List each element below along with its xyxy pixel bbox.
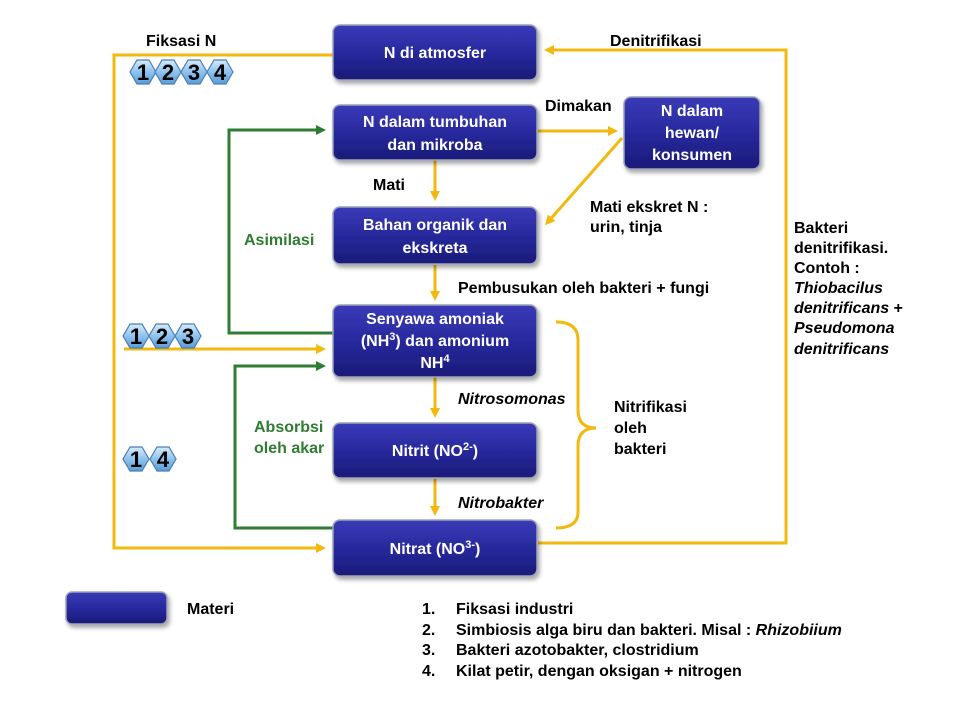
box-amoniak: Senyawa amoniak (NH3) dan amonium NH4 xyxy=(332,304,538,378)
badge-top-4: 4 xyxy=(206,59,234,85)
legend-item-4-text: Kilat petir, dengan oksigan + nitrogen xyxy=(456,663,742,680)
legend-item-3-text: Bakteri azotobakter, clostridium xyxy=(456,642,699,659)
box-nitrit: Nitrit (NO2-) xyxy=(332,422,538,479)
badge-top-1: 1 xyxy=(129,59,157,85)
bakteri-denit-line3: Contoh : xyxy=(794,260,860,277)
box-nitrit-label: Nitrit (NO2-) xyxy=(392,441,478,460)
box-hewan-line1: N dalam xyxy=(661,103,723,120)
box-nitrat-label: Nitrat (NO3-) xyxy=(390,539,481,558)
box-hewan-line3: konsumen xyxy=(652,147,732,164)
denitrification-line xyxy=(538,45,788,545)
absorbsi-line xyxy=(233,361,333,530)
badge-group-top: 1 2 3 4 xyxy=(129,59,234,85)
bakteri-denit-line4: Thiobacilus xyxy=(794,280,883,297)
box-organik: Bahan organik dan ekskreta xyxy=(332,206,538,265)
denitrifikasi-label: Denitrifikasi xyxy=(610,33,702,50)
box-tumbuhan: N dalam tumbuhan dan mikroba xyxy=(332,104,538,161)
pembusukan-label: Pembusukan oleh bakteri + fungi xyxy=(458,280,709,297)
box-tumbuhan-line2: dan mikroba xyxy=(387,137,482,154)
legend-item-4-num: 4. xyxy=(422,663,435,680)
legend-item-1-text: Fiksasi industri xyxy=(456,601,573,618)
badge-top-3: 3 xyxy=(180,59,208,85)
bakteri-denit-line6: Pseudomona xyxy=(794,320,895,337)
svg-text:4: 4 xyxy=(214,60,227,85)
box-tumbuhan-line1: N dalam tumbuhan xyxy=(363,114,507,131)
nitrifikasi-line3: bakteri xyxy=(614,441,666,458)
box-amoniak-line3: NH4 xyxy=(420,353,450,372)
box-hewan: N dalam hewan/ konsumen xyxy=(623,96,761,170)
legend-materi-label: Materi xyxy=(187,601,234,618)
svg-text:1: 1 xyxy=(130,324,142,349)
mati-ekskret-arrow xyxy=(545,137,624,226)
badge-middle-3: 3 xyxy=(174,323,202,349)
asimilasi-label: Asimilasi xyxy=(244,232,314,249)
nitrifikasi-line1: Nitrifikasi xyxy=(614,399,687,416)
legend-item-1-num: 1. xyxy=(422,601,435,618)
yellow-arrows xyxy=(112,45,788,553)
svg-text:2: 2 xyxy=(156,324,168,349)
box-amoniak-line1: Senyawa amoniak xyxy=(366,311,504,328)
legend-item-3-num: 3. xyxy=(422,642,435,659)
badge-bottom-2: 4 xyxy=(149,446,177,472)
legend-item-2-num: 2. xyxy=(422,622,435,639)
bakteri-denit-line5: denitrificans + xyxy=(794,300,903,317)
legend: Materi 1. Fiksasi industri 2. Simbiosis … xyxy=(65,591,842,680)
bakteri-denit-line2: denitrifikasi. xyxy=(794,240,888,257)
nitrifikasi-line2: oleh xyxy=(614,420,647,437)
bakteri-denit-line1: Bakteri xyxy=(794,220,848,237)
nitrobakter-label: Nitrobakter xyxy=(458,495,544,512)
badge-group-bottom: 1 4 xyxy=(122,446,177,472)
legend-materi-swatch xyxy=(65,591,168,625)
box-amoniak-line2: (NH3) dan amonium xyxy=(361,331,509,350)
absorbsi-line1: Absorbsi xyxy=(254,419,323,436)
svg-text:4: 4 xyxy=(157,447,170,472)
svg-text:3: 3 xyxy=(182,324,194,349)
bakteri-denit-line7: denitrificans xyxy=(794,341,889,358)
fixation-line xyxy=(112,53,333,553)
absorbsi-line2: oleh akar xyxy=(254,440,324,457)
mati-ekskret-line1: Mati ekskret N : xyxy=(590,199,708,216)
asimilasi-line xyxy=(227,125,333,335)
box-atmosfer-label: N di atmosfer xyxy=(384,45,486,62)
box-hewan-line2: hewan/ xyxy=(665,125,720,142)
svg-text:1: 1 xyxy=(137,60,149,85)
nitrifikasi-brace xyxy=(555,320,597,530)
svg-text:3: 3 xyxy=(188,60,200,85)
box-organik-line1: Bahan organik dan xyxy=(363,217,507,234)
badge-top-2: 2 xyxy=(154,59,182,85)
badge-group-middle: 1 2 3 xyxy=(122,323,202,349)
fiksasi-label: Fiksasi N xyxy=(146,33,216,50)
dimakan-label: Dimakan xyxy=(545,98,612,115)
mati-ekskret-line2: urin, tinja xyxy=(590,219,662,236)
badge-middle-1: 1 xyxy=(122,323,150,349)
green-arrows xyxy=(227,125,333,530)
bakteri-denitrifikasi-note: Bakteri denitrifikasi. Contoh : Thiobaci… xyxy=(794,220,903,358)
box-organik-line2: ekskreta xyxy=(403,240,468,257)
box-nitrat: Nitrat (NO3-) xyxy=(332,519,538,577)
nitrosomonas-label: Nitrosomonas xyxy=(458,391,566,408)
mati-label: Mati xyxy=(373,177,405,194)
legend-item-2-text: Simbiosis alga biru dan bakteri. Misal :… xyxy=(456,622,842,639)
badge-bottom-1: 1 xyxy=(122,446,150,472)
badge-middle-2: 2 xyxy=(148,323,176,349)
box-atmosfer: N di atmosfer xyxy=(332,24,538,81)
svg-text:1: 1 xyxy=(130,447,142,472)
svg-text:2: 2 xyxy=(162,60,174,85)
